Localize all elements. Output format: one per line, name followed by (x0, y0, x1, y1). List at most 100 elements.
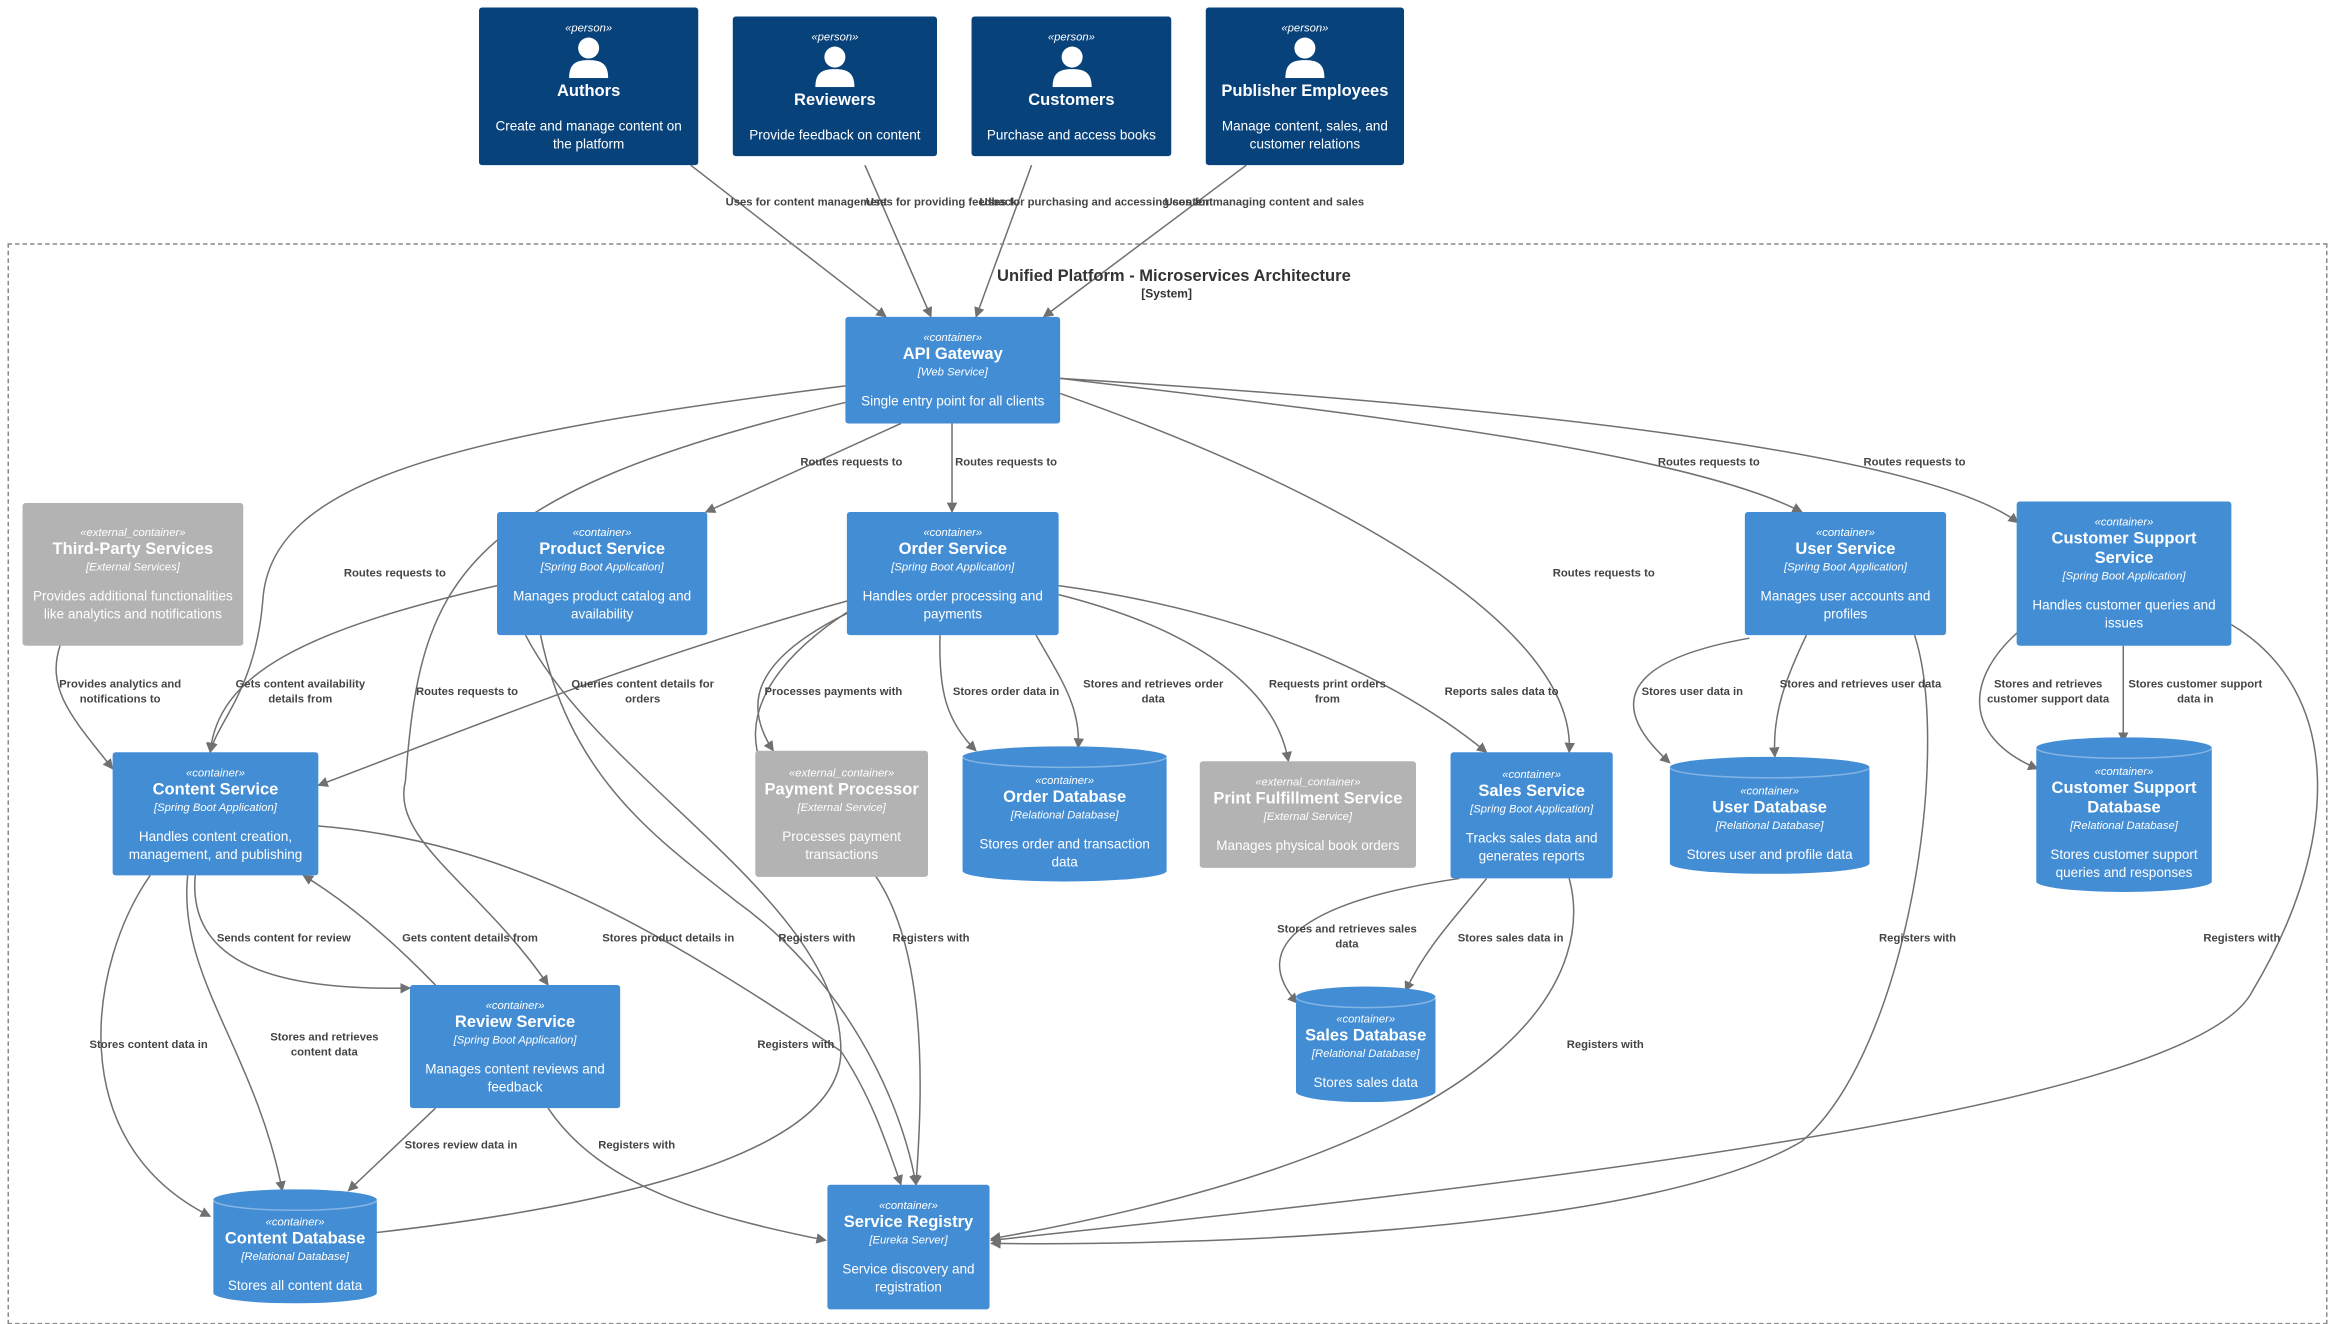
edge-label: Uses for content management (725, 195, 888, 209)
edge-support-supportdb-1 (1978, 630, 2039, 770)
container-review-service[interactable]: «container» Review Service [Spring Boot … (409, 985, 621, 1109)
container-technology: [Eureka Server] (869, 1232, 948, 1247)
edge-label: Registers with (2203, 930, 2281, 945)
person-reviewers[interactable]: «person» Reviewers Provide feedback on c… (732, 16, 937, 157)
container-technology: [Spring Boot Application] (453, 1032, 577, 1046)
person-publisher-employees[interactable]: «person» Publisher Employees Manage cont… (1205, 7, 1404, 166)
edge-label: Routes requests to (343, 566, 446, 580)
database-technology: [Relational Database] (1311, 1046, 1420, 1061)
container-name: Content Service (152, 780, 279, 799)
external-third-party-services[interactable]: «external_container» Third-Party Service… (22, 503, 244, 646)
edge-label: Stores product details in (602, 930, 735, 945)
container-sales-service[interactable]: «container» Sales Service [Spring Boot A… (1450, 752, 1613, 879)
edge-label: Registers with (1566, 1037, 1644, 1052)
edge-api-content (207, 385, 846, 754)
stereotype: «container» (923, 524, 983, 539)
edge-label: Processes payments with (764, 684, 903, 699)
edge-label: Routes requests to (1552, 566, 1655, 580)
edge-api-support (1060, 377, 2019, 524)
external-payment-processor[interactable]: «external_container» Payment Processor [… (755, 750, 928, 877)
container-name: Sales Service (1478, 781, 1585, 800)
container-description: Single entry point for all clients (861, 393, 1045, 409)
cylinder-icon (1295, 986, 1436, 1103)
container-name: Service Registry (843, 1213, 974, 1232)
stereotype: «container» (485, 997, 545, 1012)
system-title: Unified Platform - Microservices Archite… (997, 267, 1351, 286)
stereotype: «container» (879, 1198, 938, 1212)
container-name: User Service (1795, 539, 1896, 558)
edge-label: Registers with (778, 930, 856, 945)
container-name: API Gateway (902, 345, 1003, 364)
edge-label: Registers with (757, 1037, 835, 1052)
database-description: Stores order and transaction data (979, 835, 1150, 869)
edge-label: Stores content data in (89, 1037, 208, 1052)
stereotype: «container» (923, 330, 983, 344)
container-service-registry[interactable]: «container» Service Registry [Eureka Ser… (827, 1184, 990, 1310)
stereotype: «container» (572, 524, 632, 539)
edge-label: Uses for purchasing and accessing conten… (979, 195, 1213, 209)
container-product-service[interactable]: «container» Product Service [Spring Boot… (497, 512, 708, 636)
stereotype: «container» (1740, 783, 1800, 797)
cylinder-icon (2036, 737, 2212, 892)
edge-content-contentdb-2 (186, 875, 286, 1192)
edge-publisher-api (1042, 164, 1247, 318)
edge-label: Provides analytics and notifications to (59, 677, 182, 706)
container-customer-support-service[interactable]: «container» Customer Support Service [Sp… (2016, 501, 2232, 646)
stereotype: «container» (265, 1214, 325, 1228)
container-description: Manages user accounts and profiles (1760, 587, 1931, 621)
edge-api-review (403, 401, 846, 986)
container-name: Product Service (539, 539, 666, 558)
database-description: Stores user and profile data (1686, 846, 1853, 862)
person-description: Manage content, sales, and customer rela… (1221, 117, 1388, 151)
edge-reviewers-api (864, 164, 933, 318)
database-order[interactable]: «container» Order Database [Relational D… (962, 746, 1167, 882)
container-description: Handles content creation, management, an… (128, 828, 303, 862)
database-content[interactable]: «container» Content Database [Relational… (213, 1189, 377, 1304)
edge-label: Routes requests to (415, 684, 519, 699)
edge-api-sales (1059, 392, 1575, 754)
edge-label: Stores and retrieves user data (1779, 677, 1942, 691)
person-customers[interactable]: «person» Customers Purchase and access b… (971, 16, 1172, 157)
edge-user-userdb-2 (1769, 634, 1808, 758)
database-sales[interactable]: «container» Sales Database [Relational D… (1295, 986, 1436, 1103)
container-description: Handles customer queries and issues (2032, 597, 2216, 631)
edge-label: Routes requests to (1863, 454, 1966, 469)
database-name: Order Database (1003, 787, 1127, 806)
edge-sales-salesdb-2 (1404, 877, 1488, 993)
external-print-fulfillment-service[interactable]: «external_container» Print Fulfillment S… (1199, 761, 1417, 868)
edge-thirdparty-content (55, 645, 114, 770)
container-user-service[interactable]: «container» User Service [Spring Boot Ap… (1744, 512, 1947, 636)
stereotype: «person» (1281, 20, 1329, 34)
edge-label: Registers with (892, 930, 970, 945)
database-name: Sales Database (1305, 1027, 1427, 1046)
edge-product-content (205, 584, 498, 754)
edge-label: Uses for managing content and sales (1164, 195, 1365, 209)
container-content-service[interactable]: «container» Content Service [Spring Boot… (112, 752, 319, 876)
edge-review-content (302, 874, 437, 986)
edge-label: Gets content details from (402, 930, 538, 945)
edge-label: Stores and retrieves content data (270, 1030, 379, 1059)
edge-label: Stores sales data in (1457, 930, 1564, 945)
edge-label: Stores and retrieves order data (1083, 677, 1224, 706)
edge-label: Stores customer support data in (2128, 677, 2263, 706)
stereotype: «container» (1035, 772, 1095, 787)
edge-content-registry (316, 825, 903, 1186)
container-order-service[interactable]: «container» Order Service [Spring Boot A… (846, 512, 1059, 636)
database-user[interactable]: «container» User Database [Relational Da… (1669, 756, 1870, 874)
edge-label: Routes requests to (1657, 454, 1760, 469)
stereotype: «container» (2094, 763, 2154, 778)
person-description: Provide feedback on content (749, 126, 921, 142)
edge-label: Stores and retrieves customer support da… (1987, 677, 2110, 706)
edge-api-product (704, 422, 902, 513)
container-technology: [Spring Boot Application] (154, 799, 277, 814)
container-api-gateway[interactable]: «container» API Gateway [Web Service] Si… (845, 316, 1061, 424)
database-technology: [Relational Database] (241, 1248, 349, 1263)
person-authors[interactable]: «person» Authors Create and manage conte… (479, 7, 699, 166)
external-description: Manages physical book orders (1216, 837, 1400, 853)
external-name: Payment Processor (764, 780, 919, 799)
database-customer-support[interactable]: «container» Customer Support Database [R… (2036, 737, 2212, 892)
database-name: User Database (1712, 798, 1828, 817)
database-name: Customer Support Database (2051, 778, 2197, 817)
